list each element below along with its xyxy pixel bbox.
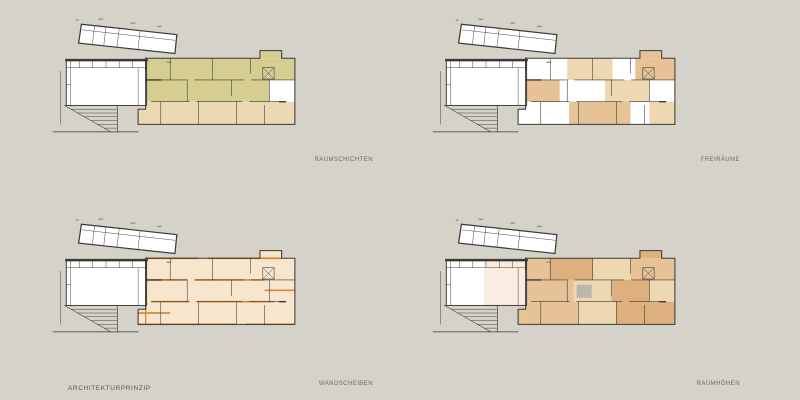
panel-wandscheiben: WANDSCHEIBEN xyxy=(0,200,400,400)
panel-caption: FREIRÄUME xyxy=(700,157,740,163)
panel-raumschichten: RAUMSCHICHTEN xyxy=(0,0,400,200)
floor-plan-wandscheiben xyxy=(51,217,297,334)
overlay-raumschichten xyxy=(138,50,295,125)
page-title: ARCHITEKTURPRINZIP xyxy=(68,385,151,392)
floor-plan-raumschichten xyxy=(51,17,297,134)
overlay-raumhoehen xyxy=(484,250,675,325)
panel-raumhoehen: RAUMHÖHEN xyxy=(400,200,800,400)
panel-caption: WANDSCHEIBEN xyxy=(318,381,373,387)
floor-plan-freiraeume xyxy=(431,17,677,134)
overlay-freiraeume xyxy=(525,50,675,125)
panel-caption: RAUMHÖHEN xyxy=(696,381,740,387)
floor-plan-raumhoehen xyxy=(431,217,677,334)
panel-freiraeume: FREIRÄUME xyxy=(400,0,800,200)
panel-caption: RAUMSCHICHTEN xyxy=(314,157,373,163)
